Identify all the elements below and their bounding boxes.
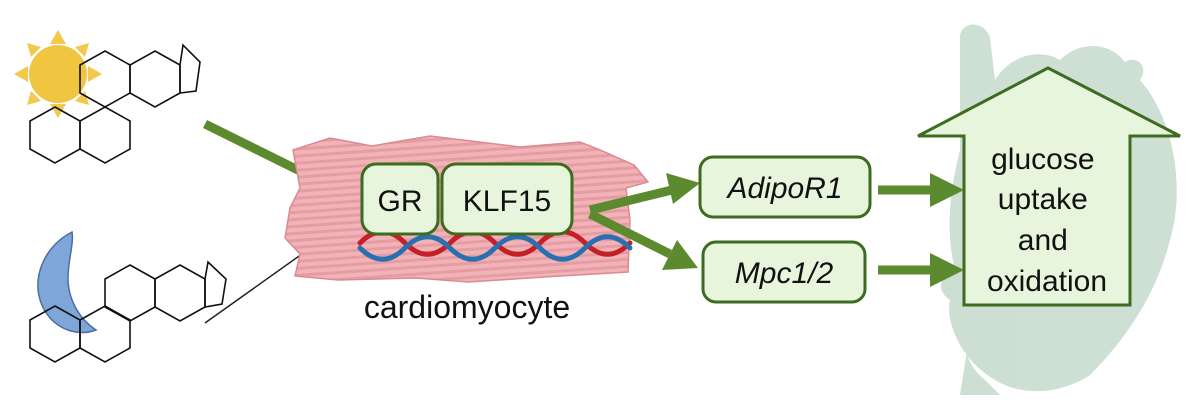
outcome-up-arrow: glucose uptake and oxidation: [917, 66, 1181, 307]
mpc-to-outcome-arrow: [878, 253, 964, 287]
klf15-to-mpc-arrow: [587, 209, 698, 270]
steroid-structure-icon: [29, 260, 227, 363]
cardiomyocyte-label: cardiomyocyte: [364, 289, 570, 325]
adipor1-to-outcome-arrow: [878, 173, 964, 207]
inhibition-line: [204, 243, 317, 324]
mpc-label: Mpc1/2: [735, 257, 834, 290]
mpc-gene-box: Mpc1/2: [701, 240, 867, 304]
gr-protein-box: GR: [360, 162, 440, 236]
adipor1-gene-box: AdipoR1: [698, 155, 872, 219]
moon-icon: [37, 230, 98, 334]
outcome-line-2: uptake: [998, 183, 1088, 216]
steroid-structure-icon: [29, 43, 201, 164]
klf15-protein-box: KLF15: [440, 162, 574, 236]
outcome-line-3: and: [1018, 224, 1068, 257]
klf15-label: KLF15: [463, 185, 551, 218]
gr-label: GR: [378, 185, 423, 218]
outcome-text: glucose uptake and oxidation: [987, 143, 1107, 298]
adipor1-label: AdipoR1: [725, 172, 842, 205]
outcome-line-1: glucose: [991, 143, 1094, 176]
dna-helix-icon: [357, 229, 633, 262]
sun-icon: [14, 30, 102, 118]
outcome-line-4: oxidation: [987, 265, 1107, 298]
klf15-to-adipor1-arrow: [588, 173, 700, 215]
